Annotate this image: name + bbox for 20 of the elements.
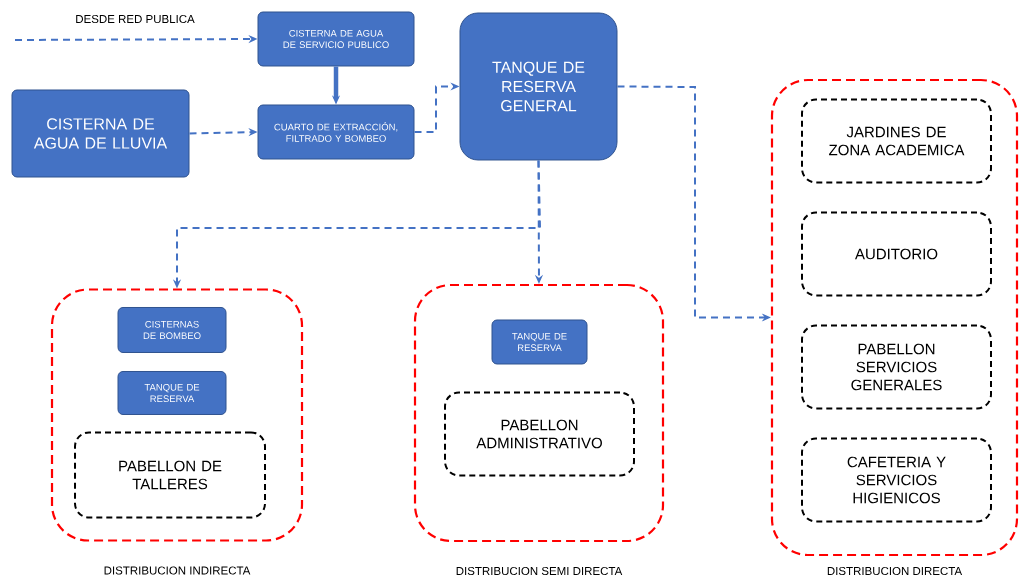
zone-caption: DISTRIBUCION DIRECTA xyxy=(827,566,963,576)
zone-frame xyxy=(50,288,304,542)
edge-label: DESDE RED PUBLICA xyxy=(74,13,196,25)
zone-frame xyxy=(413,283,665,543)
building-box: AUDITORIO xyxy=(801,211,992,297)
tank-box: TANQUE DE RESERVA GENERAL xyxy=(459,12,618,161)
building-box: CAFETERIA Y SERVICIOS HIGIENICOS xyxy=(801,437,992,523)
building-box: JARDINES DE ZONA ACADEMICA xyxy=(801,98,992,184)
zone-caption: DISTRIBUCION SEMI DIRECTA xyxy=(456,566,623,576)
zone-caption: DISTRIBUCION INDIRECTA xyxy=(104,566,251,575)
process-box: TANQUE DE RESERVA xyxy=(491,319,588,365)
process-box: CISTERNAS DE BOMBEO xyxy=(117,307,227,353)
process-box: CISTERNA DE AGUA DE SERVICIO PUBLICO xyxy=(257,11,415,67)
building-box: PABELLON SERVICIOS GENERALES xyxy=(801,324,992,410)
zone-frame xyxy=(770,78,1019,557)
building-box: PABELLON DE TALLERES xyxy=(74,431,266,519)
process-box: TANQUE DE RESERVA xyxy=(117,371,227,415)
process-box: CUARTO DE EXTRACCIÓN, FILTRADO Y BOMBEO xyxy=(257,104,415,160)
building-box: PABELLON ADMINISTRATIVO xyxy=(444,391,635,477)
process-box: CISTERNA DE AGUA DE LLUVIA xyxy=(11,89,190,178)
